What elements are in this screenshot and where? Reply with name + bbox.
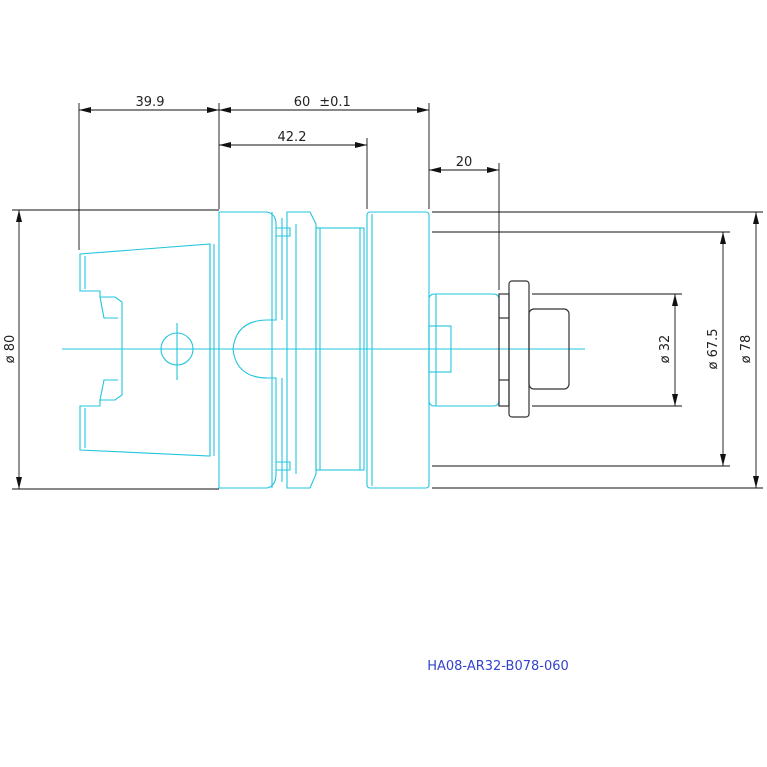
label-length-total: 60 (294, 95, 311, 110)
label-length-arbor: 20 (456, 155, 473, 170)
neck (315, 227, 365, 471)
label-dia-face-inner: ø 67.5 (706, 328, 721, 369)
label-dia-face-outer: ø 78 (739, 335, 754, 364)
dim-face-outer-diameter (753, 212, 759, 488)
dim-shank-length (79, 107, 219, 113)
dim-arbor-diameter (672, 294, 678, 406)
label-length-shank: 39.9 (136, 95, 165, 110)
arbor (428, 293, 500, 407)
dim-total-length (219, 107, 429, 113)
label-dia-arbor: ø 32 (658, 335, 673, 364)
cutter (498, 280, 570, 418)
dim-arbor-length (429, 167, 499, 173)
dim-face-inner-diameter (720, 232, 726, 466)
part-number: HA08-AR32-B078-060 (427, 659, 569, 674)
cross-hole (160, 323, 194, 380)
face-collar (366, 211, 430, 489)
label-length-tolerance: ±0.1 (319, 95, 351, 110)
label-dia-shank: ø 80 (3, 335, 18, 364)
flange (218, 211, 317, 489)
label-length-flange: 42.2 (278, 130, 307, 145)
dim-shank-diameter (16, 210, 22, 489)
extension-lines (12, 103, 763, 490)
dim-flange-length (219, 142, 367, 148)
taper-shank (79, 243, 215, 457)
